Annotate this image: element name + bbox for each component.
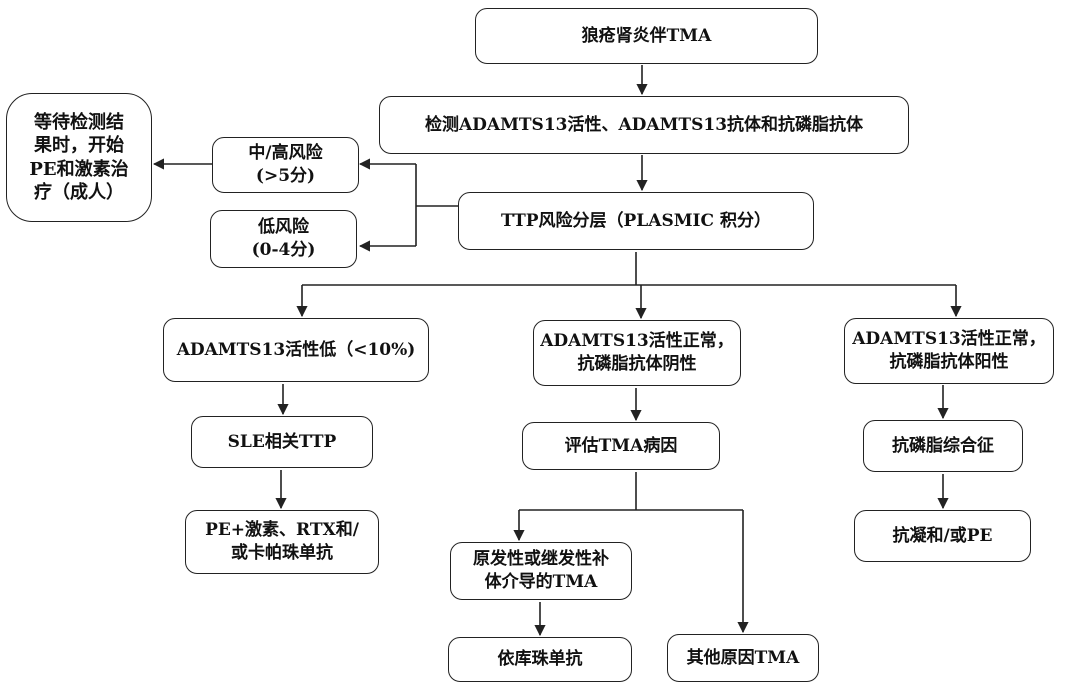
node-test: 检测ADAMTS13活性、ADAMTS13抗体和抗磷脂抗体: [379, 96, 909, 154]
node-wait: 等待检测结 果时，开始 PE和激素治 疗（成人）: [6, 93, 152, 222]
node-complement: 原发性或继发性补 体介导的TMA: [450, 542, 632, 600]
node-anticoag: 抗凝和/或PE: [854, 510, 1031, 562]
node-eculizumab: 依库珠单抗: [448, 637, 632, 682]
node-other-tma: 其他原因TMA: [667, 634, 819, 682]
node-root: 狼疮肾炎伴TMA: [475, 8, 818, 64]
node-strat: TTP风险分层（PLASMIC 积分）: [458, 192, 814, 250]
node-low-activity: ADAMTS13活性低（<10%): [163, 318, 429, 382]
node-pe-rtx: PE+激素、RTX和/ 或卡帕珠单抗: [185, 510, 379, 574]
node-normal-negative: ADAMTS13活性正常， 抗磷脂抗体阴性: [533, 320, 741, 386]
node-normal-positive: ADAMTS13活性正常， 抗磷脂抗体阳性: [844, 318, 1054, 384]
node-high-risk: 中/高风险 (>5分): [212, 137, 359, 193]
node-sle-ttp: SLE相关TTP: [191, 416, 373, 468]
node-eval-tma: 评估TMA病因: [522, 422, 720, 470]
node-aps: 抗磷脂综合征: [863, 420, 1023, 472]
node-low-risk: 低风险 (0-4分): [210, 210, 357, 268]
